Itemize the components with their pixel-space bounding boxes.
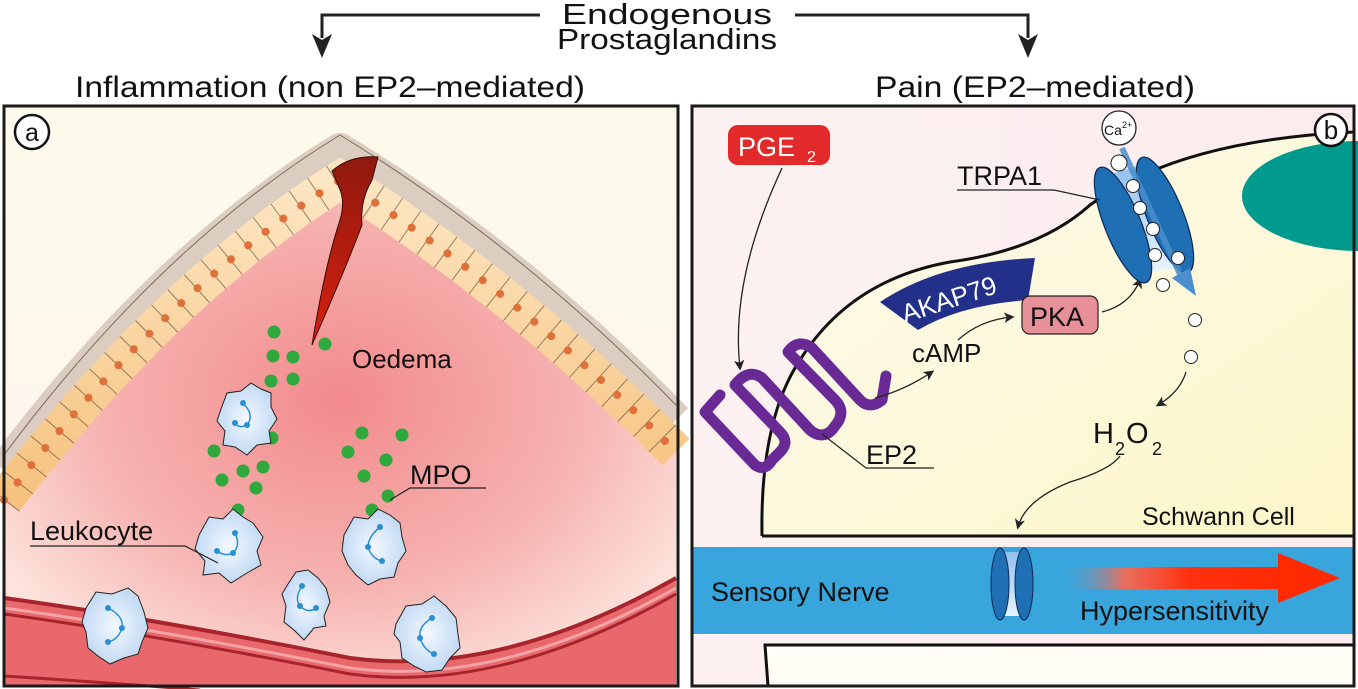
mpo-leader-line xyxy=(389,487,486,501)
h2o2-label: H 2 O 2 xyxy=(1093,418,1162,459)
leukocyte-leader-line xyxy=(30,545,219,564)
leukocytes xyxy=(81,382,461,673)
h2o2-to-nerve-arrow xyxy=(1014,455,1121,530)
calcium-ions xyxy=(1110,154,1202,364)
leukocyte xyxy=(216,382,278,456)
oedema-label: Oedema xyxy=(352,344,452,374)
hypersensitivity-label: Hypersensitivity xyxy=(1080,596,1270,626)
wound xyxy=(311,156,379,346)
source-label-line2: Prostaglandins xyxy=(557,24,777,56)
panel-b-badge-text: b xyxy=(1324,115,1338,145)
ep2-label: EP2 xyxy=(866,440,917,470)
right-panel-title: Pain (EP2–mediated) xyxy=(875,71,1195,104)
ion-to-h2o2-arrow xyxy=(1155,371,1187,407)
h2o2-h: H xyxy=(1093,418,1114,450)
panel-a-frame xyxy=(2,104,680,688)
leukocyte xyxy=(281,569,331,641)
pge2-text: PGE xyxy=(738,132,795,162)
leukocyte xyxy=(81,587,149,665)
camp-label: cAMP xyxy=(912,338,981,368)
h2o2-o-subscript: 2 xyxy=(1152,439,1162,459)
h2o2-o: O xyxy=(1126,418,1149,450)
header: Endogenous Prostaglandins Inflammation (… xyxy=(75,0,1195,104)
schwann-cell-label: Schwann Cell xyxy=(1142,503,1295,531)
camp-to-pka-arrow xyxy=(957,312,1015,341)
arrowhead-left xyxy=(312,34,332,58)
arrow-to-inflammation xyxy=(320,13,540,38)
panel-b: PGE 2 EP2 AKAP79 cAMP PKA xyxy=(690,104,1358,688)
mpo-granules xyxy=(207,325,409,517)
pge2-badge: PGE 2 xyxy=(728,125,830,166)
pka-badge: PKA xyxy=(1021,295,1099,335)
leukocyte xyxy=(194,508,264,584)
squamous-layer xyxy=(0,133,689,481)
calcium-text: Ca xyxy=(1104,122,1122,138)
panel-a: Oedema MPO Leukocyte a xyxy=(0,104,690,689)
ep2-to-camp-arrow xyxy=(874,370,935,399)
ep2-receptor xyxy=(699,338,892,474)
panel-b-badge: b xyxy=(1313,112,1349,148)
nerve-ion-channel xyxy=(990,547,1034,621)
ep2-leader-line xyxy=(821,433,934,469)
squamous-outline xyxy=(3,134,677,456)
vessel-wall-bottom xyxy=(3,674,201,689)
pka-to-trpa1-arrow xyxy=(1101,277,1142,313)
nucleus xyxy=(1242,141,1358,251)
calcium-superscript: 2+ xyxy=(1122,120,1132,130)
arrow-to-pain xyxy=(795,13,1030,38)
pge2-subscript: 2 xyxy=(807,149,816,166)
leukocyte xyxy=(341,508,407,586)
oedema-tissue xyxy=(4,165,676,686)
trpa1-label: TRPA1 xyxy=(957,161,1042,191)
hypersensitivity-arrow xyxy=(1058,553,1340,603)
blood-vessel xyxy=(4,580,676,686)
leukocyte-label: Leukocyte xyxy=(30,516,153,546)
panel-a-badge: a xyxy=(13,113,51,151)
source-label-line1: Endogenous xyxy=(562,0,772,31)
lower-cell-outline xyxy=(763,643,1356,688)
sensory-nerve-label: Sensory Nerve xyxy=(711,577,890,607)
panel-a-badge-text: a xyxy=(25,119,39,147)
mpo-label: MPO xyxy=(410,460,472,490)
leukocyte xyxy=(393,595,461,673)
calcium-ion-label: Ca 2+ xyxy=(1101,110,1137,146)
arrowhead-right xyxy=(1018,34,1038,58)
h2o2-h-subscript: 2 xyxy=(1115,439,1125,459)
trpa1-leader-line xyxy=(957,189,1101,201)
left-panel-title: Inflammation (non EP2–mediated) xyxy=(75,71,585,104)
panel-b-frame xyxy=(690,104,1356,688)
pge2-to-ep2-arrow xyxy=(733,167,783,371)
pka-text: PKA xyxy=(1030,302,1084,332)
